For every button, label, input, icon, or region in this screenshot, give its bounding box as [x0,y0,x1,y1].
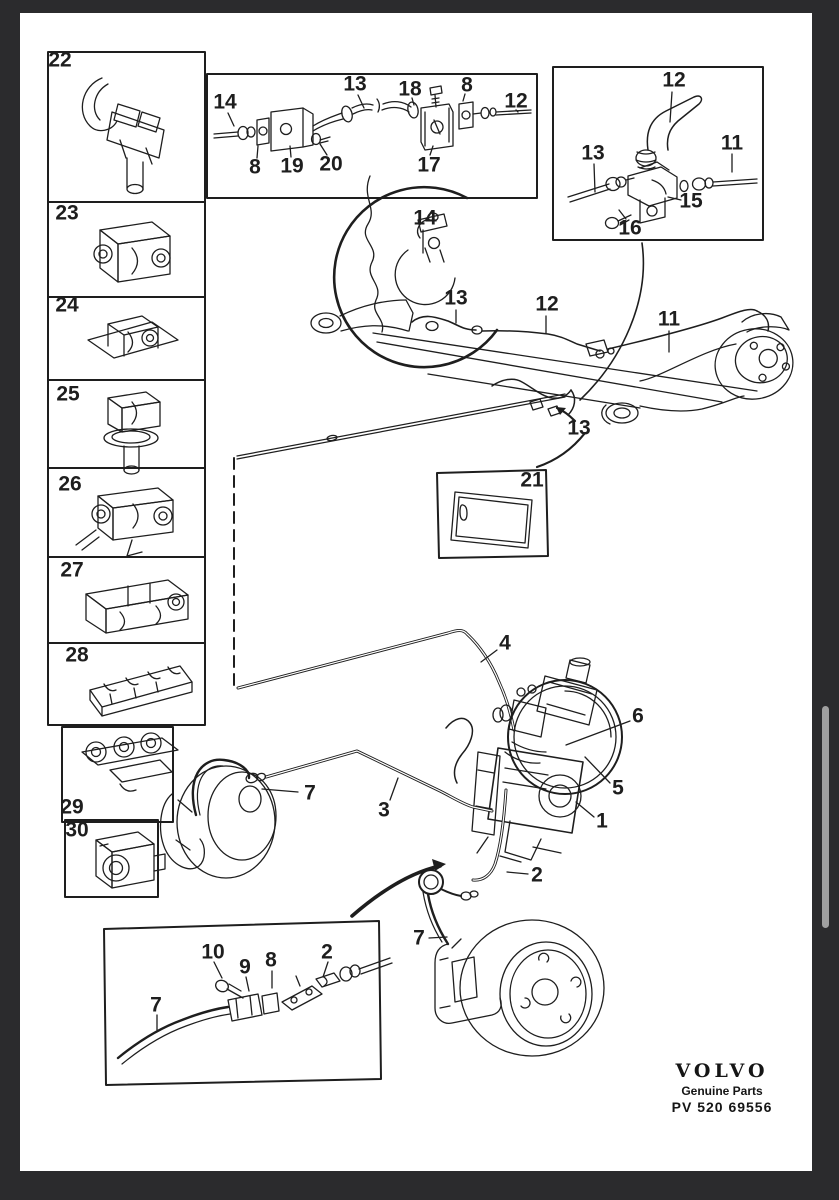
callout-13-clip: 13 [567,416,591,440]
hose-inset-drawing [213,85,532,159]
callout-16: 16 [618,216,642,240]
volvo-wordmark: VOLVO [675,1060,769,1082]
callout-12-inset: 12 [504,89,528,113]
clip-28-drawing [89,665,193,717]
callout-4: 4 [499,631,511,655]
bottom-inset-drawing [116,957,393,1065]
scrollbar-thumb[interactable] [822,706,829,928]
callout-8-bottom: 8 [265,948,277,972]
callout-8-inset-right: 8 [461,73,473,97]
hose-inset-box [206,73,538,199]
callout-28: 28 [65,643,89,667]
callout-27: 27 [60,558,84,582]
clip-box-29 [61,726,174,823]
callout-12-axle: 12 [535,292,559,316]
clip-23-drawing [93,221,171,283]
callout-25: 25 [56,382,80,406]
clip-24-drawing [87,315,179,359]
callout-11-union: 11 [720,131,744,155]
clip-30-drawing [95,831,166,889]
callout-12-union: 12 [662,68,686,92]
callout-14-inset: 14 [213,90,237,114]
callout-2-bottom: 2 [321,940,333,964]
front-brake-drawing [350,859,605,1057]
clip-27-drawing [85,579,189,634]
rear-axle-drawing [236,175,794,469]
callout-3: 3 [378,798,390,822]
clip-26-drawing [75,487,174,557]
callout-18: 18 [398,77,422,101]
union-inset-drawing [567,91,758,230]
callout-13-axle: 13 [444,286,468,310]
rear-left-brake-drawing [159,758,299,879]
callout-29: 29 [60,795,84,819]
callout-26: 26 [58,472,82,496]
callout-24: 24 [55,293,79,317]
callout-7-bottom: 7 [150,993,162,1017]
clip-box-30 [64,819,159,898]
callout-11-axle: 11 [657,307,681,331]
callout-19: 19 [280,154,304,178]
callout-8-inset-left: 8 [249,155,261,179]
callout-6: 6 [632,704,644,728]
clip-column-panel [47,51,206,898]
clip-25-drawing [103,391,161,475]
genuine-parts-text: Genuine Parts [681,1084,763,1098]
callout-30: 30 [65,818,89,842]
clip-22-drawing [81,77,165,195]
union-inset-box [552,66,764,241]
callout-13-inset: 13 [343,72,367,96]
master-cylinder-drawing [233,457,631,882]
callout-13-union: 13 [581,141,605,165]
callout-2-pipe: 2 [531,863,543,887]
callout-7-rear: 7 [304,781,316,805]
callout-7-front: 7 [413,926,425,950]
document-page [20,13,812,1171]
callout-21: 21 [520,468,544,492]
callout-5: 5 [612,776,624,800]
footer-logo: VOLVO Genuine Parts PV 520 69556 [652,1060,792,1115]
callout-14-axle: 14 [413,206,437,230]
callout-10: 10 [201,940,225,964]
clip-29-drawing [81,732,179,792]
callout-1: 1 [596,809,608,833]
callout-17: 17 [417,153,441,177]
callout-9: 9 [239,955,251,979]
bottom-inset-box [103,920,382,1086]
callout-15: 15 [679,189,703,213]
callout-22: 22 [48,48,72,72]
shield-box-21 [436,469,549,559]
callout-23: 23 [55,201,79,225]
callout-20: 20 [319,152,343,176]
part-number-text: PV 520 69556 [671,1099,773,1115]
